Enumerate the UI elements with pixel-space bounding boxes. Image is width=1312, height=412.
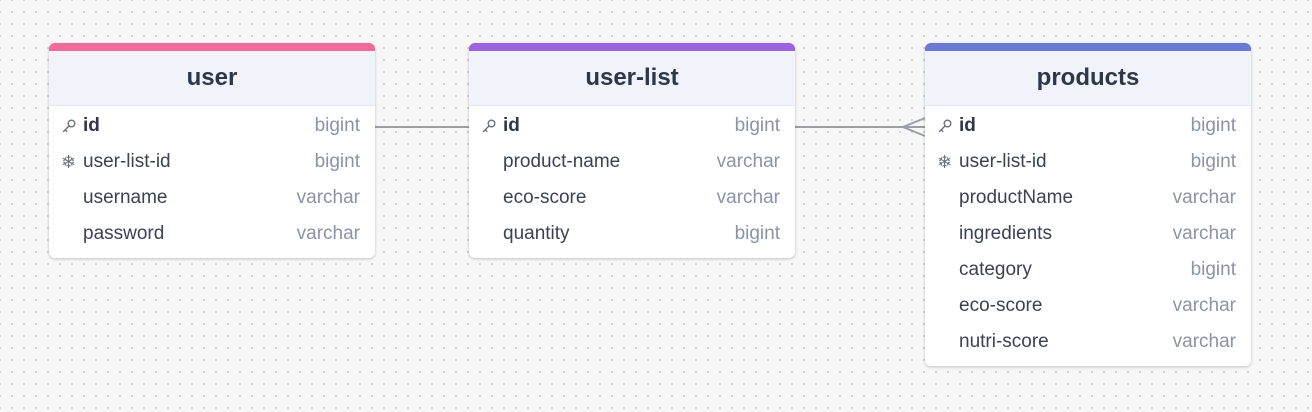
table-accent-bar xyxy=(49,43,375,51)
column-list: id bigint ❄ user-list-id bigint username… xyxy=(49,106,375,258)
column-row-user-list-id[interactable]: ❄ user-list-id bigint xyxy=(925,144,1251,180)
column-row-eco-score[interactable]: eco-score varchar xyxy=(925,288,1251,324)
table-accent-bar xyxy=(469,43,795,51)
column-row-id[interactable]: id bigint xyxy=(925,108,1251,144)
table-accent-bar xyxy=(925,43,1251,51)
column-type: varchar xyxy=(296,187,360,208)
column-name: username xyxy=(83,187,168,208)
foreign-key-icon: ❄ xyxy=(61,152,77,172)
table-products[interactable]: products id bigint ❄ user-list-id bigint… xyxy=(925,43,1251,366)
column-row-eco-score[interactable]: eco-score varchar xyxy=(469,180,795,216)
column-row-id[interactable]: id bigint xyxy=(469,108,795,144)
column-row-ingredients[interactable]: ingredients varchar xyxy=(925,216,1251,252)
column-type: varchar xyxy=(296,223,360,244)
column-type: varchar xyxy=(1172,295,1236,316)
column-row-category[interactable]: category bigint xyxy=(925,252,1251,288)
column-name: quantity xyxy=(503,223,570,244)
column-name: eco-score xyxy=(503,187,587,208)
key-icon xyxy=(937,118,959,134)
column-type: varchar xyxy=(716,187,780,208)
table-title[interactable]: products xyxy=(925,51,1251,106)
table-user-list[interactable]: user-list id bigint product-name varchar… xyxy=(469,43,795,258)
table-title[interactable]: user xyxy=(49,51,375,106)
column-list: id bigint product-name varchar eco-score… xyxy=(469,106,795,258)
key-icon xyxy=(481,118,503,134)
table-title[interactable]: user-list xyxy=(469,51,795,106)
column-type: varchar xyxy=(716,151,780,172)
column-list: id bigint ❄ user-list-id bigint productN… xyxy=(925,106,1251,366)
column-type: varchar xyxy=(1172,331,1236,352)
column-type: bigint xyxy=(734,115,780,136)
foreign-key-icon: ❄ xyxy=(937,152,953,172)
column-name: user-list-id xyxy=(959,151,1047,172)
relation-user-list-to-products[interactable] xyxy=(795,117,926,137)
column-row-product-name[interactable]: product-name varchar xyxy=(469,144,795,180)
column-name: user-list-id xyxy=(83,151,171,172)
column-name: id xyxy=(959,115,976,136)
column-row-nutri-score[interactable]: nutri-score varchar xyxy=(925,324,1251,360)
column-row-id[interactable]: id bigint xyxy=(49,108,375,144)
column-name: id xyxy=(503,115,520,136)
column-name: eco-score xyxy=(959,295,1043,316)
column-type: bigint xyxy=(314,151,360,172)
column-type: bigint xyxy=(1190,259,1236,280)
column-row-password[interactable]: password varchar xyxy=(49,216,375,252)
column-name: nutri-score xyxy=(959,331,1049,352)
column-row-quantity[interactable]: quantity bigint xyxy=(469,216,795,252)
column-type: bigint xyxy=(734,223,780,244)
column-type: bigint xyxy=(314,115,360,136)
key-icon xyxy=(61,118,83,134)
column-name: product-name xyxy=(503,151,621,172)
column-name: password xyxy=(83,223,165,244)
column-type: varchar xyxy=(1172,187,1236,208)
column-name: category xyxy=(959,259,1032,280)
crows-foot-icon xyxy=(900,117,926,137)
column-name: id xyxy=(83,115,100,136)
column-type: varchar xyxy=(1172,223,1236,244)
column-type: bigint xyxy=(1190,115,1236,136)
column-row-user-list-id[interactable]: ❄ user-list-id bigint xyxy=(49,144,375,180)
column-row-productname[interactable]: productName varchar xyxy=(925,180,1251,216)
column-type: bigint xyxy=(1190,151,1236,172)
column-name: productName xyxy=(959,187,1074,208)
column-name: ingredients xyxy=(959,223,1052,244)
column-row-username[interactable]: username varchar xyxy=(49,180,375,216)
table-user[interactable]: user id bigint ❄ user-list-id bigint use… xyxy=(49,43,375,258)
